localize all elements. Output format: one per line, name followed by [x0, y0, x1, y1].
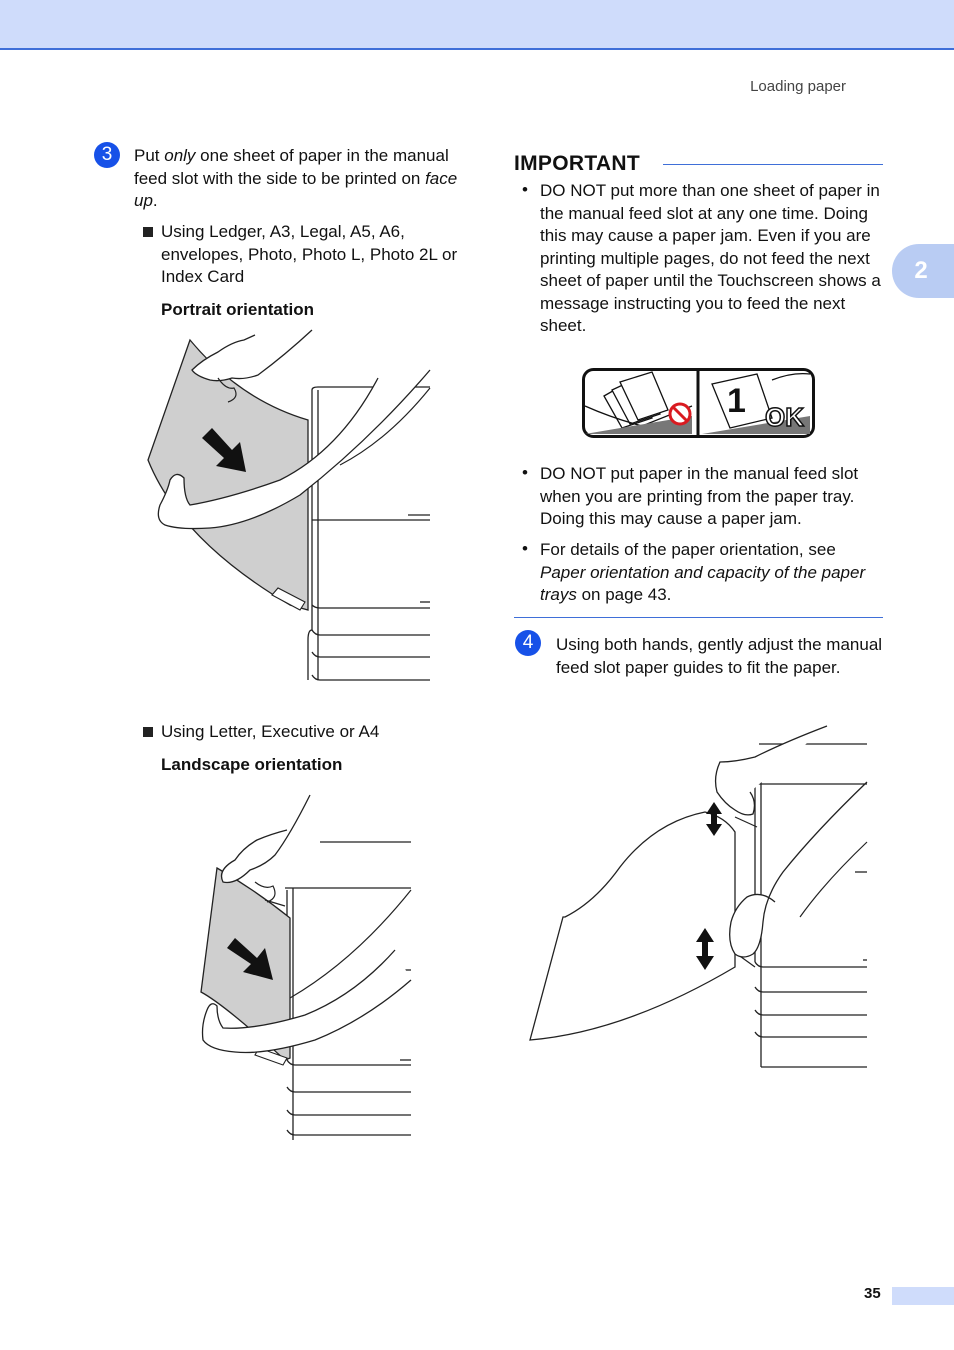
step-4-text: Using both hands, gently adjust the manu… — [556, 635, 883, 677]
chapter-tab[interactable]: 2 — [892, 244, 954, 298]
bullet-letter-sizes: Using Letter, Executive or A4 — [161, 722, 380, 741]
cross-reference-link[interactable]: Paper orientation and capacity of the pa… — [540, 562, 866, 605]
page-number: 35 — [864, 1285, 881, 1302]
footer-band — [892, 1287, 954, 1305]
icon-count-text: 1 — [727, 382, 746, 420]
bullet-dot: • — [522, 539, 528, 558]
important-item-2: DO NOT put paper in the manual feed slot… — [540, 464, 859, 528]
important-rule-top — [663, 164, 883, 165]
step-4-badge: 4 — [515, 630, 541, 656]
square-bullet-icon — [143, 227, 153, 237]
paper-guides-illustration — [529, 725, 868, 1068]
section-title: Loading paper — [750, 78, 846, 95]
important-item-3: For details of the paper orientation, se… — [540, 540, 866, 605]
landscape-orientation-label: Landscape orientation — [161, 755, 343, 774]
icon-ok-text: OK — [765, 402, 804, 432]
portrait-orientation-label: Portrait orientation — [161, 300, 315, 319]
important-item-1: DO NOT put more than one sheet of paper … — [540, 181, 881, 335]
header-band — [0, 0, 954, 50]
step-3-badge: 3 — [94, 142, 120, 168]
important-rule-bottom — [514, 617, 883, 618]
no-multiple-sheets-icon: 1 OK — [582, 368, 815, 438]
bullet-dot: • — [522, 463, 528, 482]
important-title: IMPORTANT — [514, 152, 640, 175]
step-3-text: Put only one sheet of paper in the manua… — [134, 146, 458, 210]
bullet-ledger-sizes: Using Ledger, A3, Legal, A5, A6, envelop… — [161, 222, 458, 286]
square-bullet-icon — [143, 727, 153, 737]
landscape-feed-illustration — [200, 794, 412, 1140]
bullet-dot: • — [522, 180, 528, 199]
portrait-feed-illustration — [147, 329, 431, 681]
